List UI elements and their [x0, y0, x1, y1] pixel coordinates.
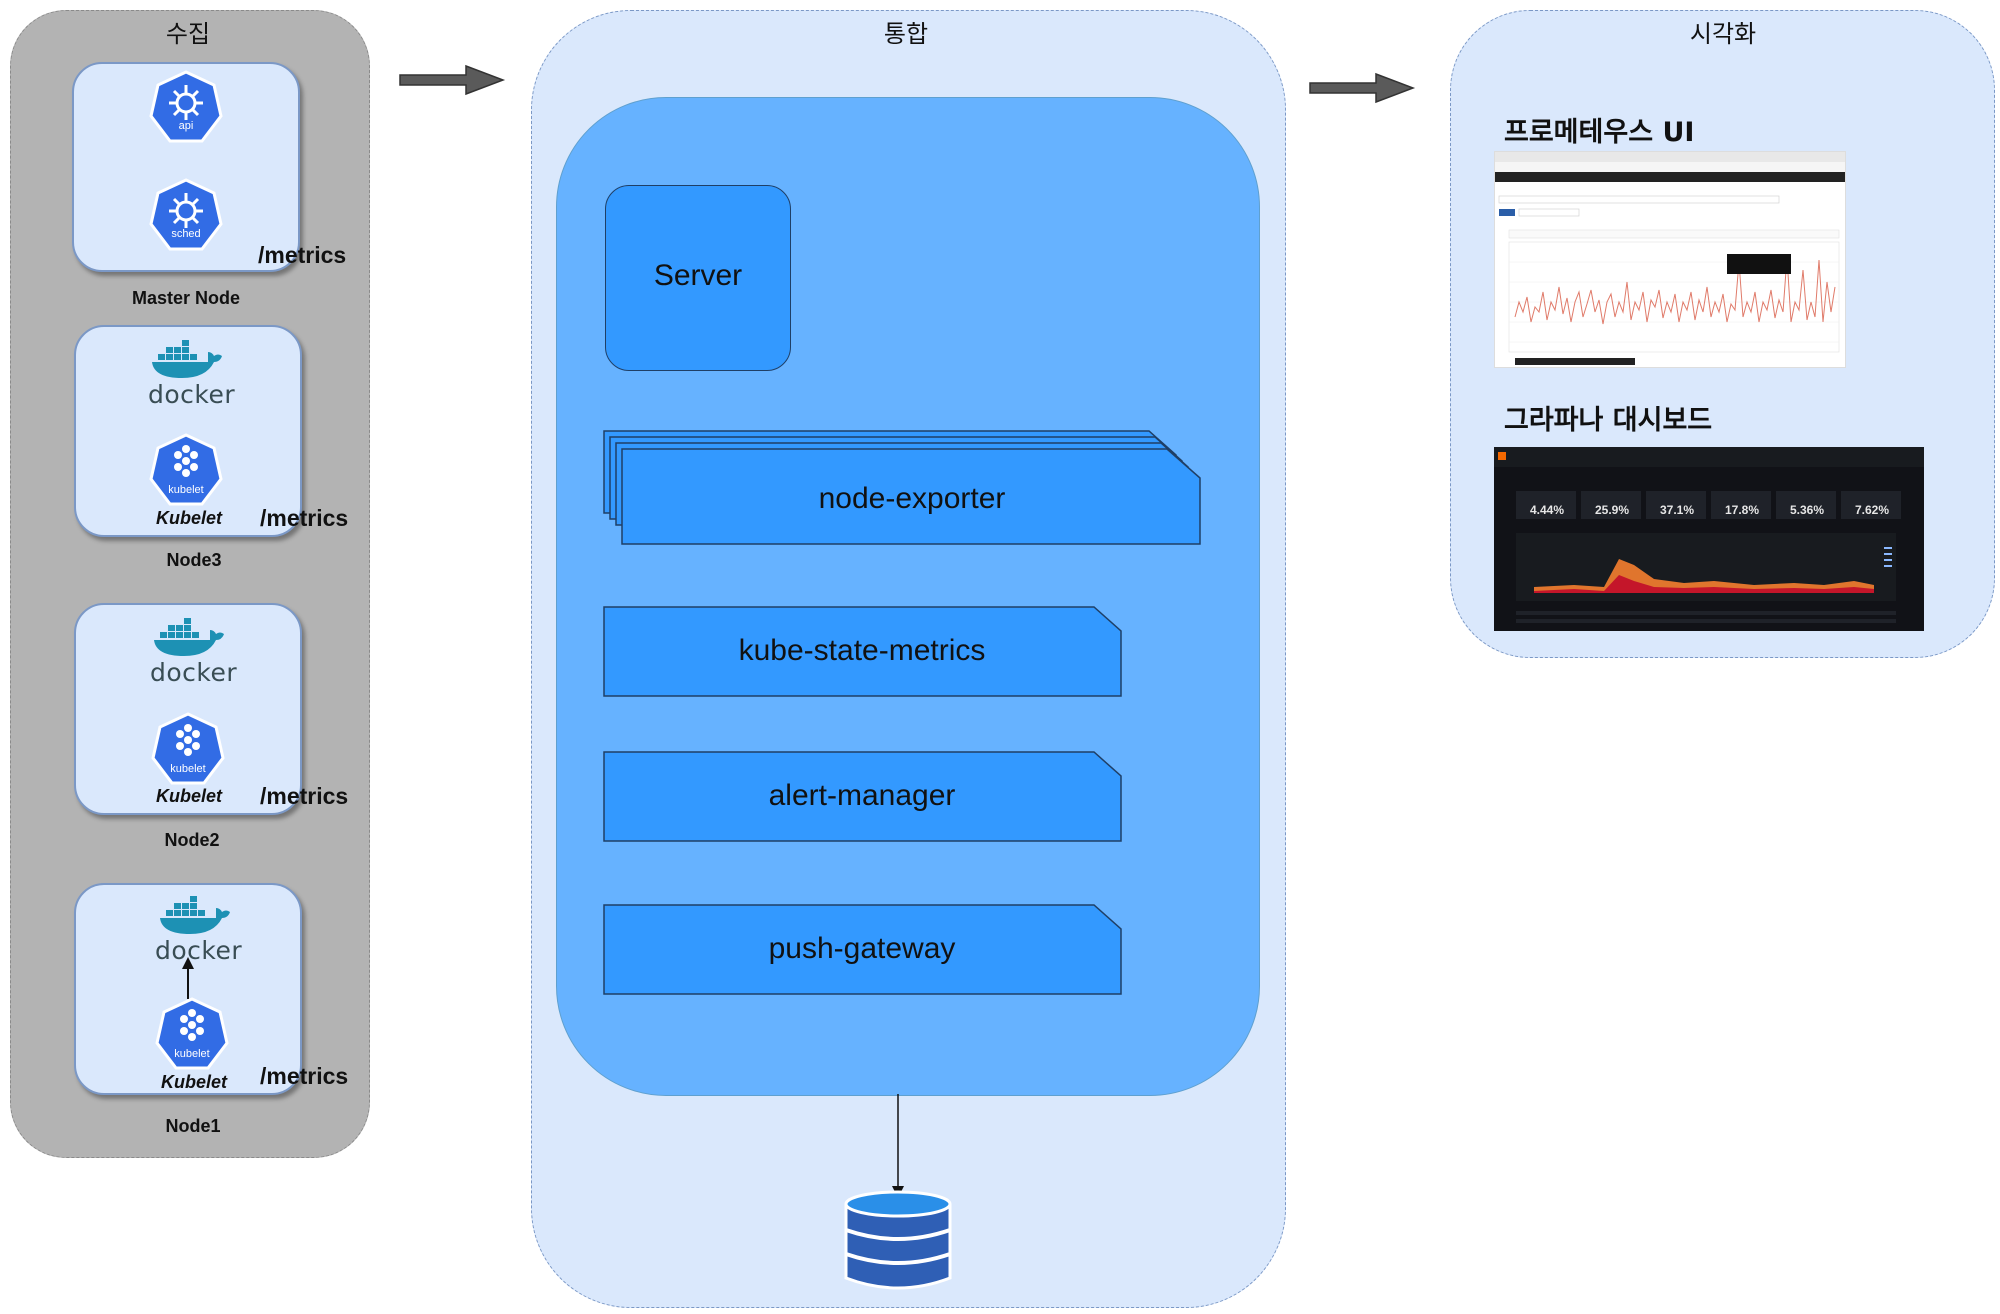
- kubelet-icon: [155, 997, 229, 1070]
- push-gateway-box: [603, 904, 1122, 995]
- server-label: Server: [653, 259, 743, 292]
- grafana-stat-value: 25.9%: [1595, 503, 1630, 517]
- prometheus-ui-heading: 프로메테우스 UI: [1504, 117, 1695, 148]
- visualize-title: 시각화: [1689, 20, 1757, 48]
- node2-metrics-label: /metrics: [260, 783, 349, 809]
- node2-label: Node2: [164, 830, 220, 850]
- node1-metrics-label: /metrics: [260, 1063, 349, 1089]
- docker-logo-text: docker: [155, 936, 243, 965]
- node-exporter-label: node-exporter: [818, 482, 1006, 515]
- docker-whale-icon: [160, 896, 230, 934]
- api-icon-label: api: [178, 120, 194, 132]
- alert-manager-box: [603, 751, 1122, 842]
- kubelet-to-docker-arrow: [182, 957, 194, 999]
- node3-kubelet-label: Kubelet: [156, 508, 223, 528]
- kube-state-metrics-label: kube-state-metrics: [738, 634, 986, 667]
- database-icon: [844, 1190, 952, 1290]
- grafana-heading: 그라파나 대시보드: [1504, 405, 1713, 436]
- sched-icon-label: sched: [171, 228, 201, 240]
- integrate-title: 통합: [883, 20, 929, 48]
- docker-logo-text: docker: [148, 380, 236, 409]
- grafana-stat-value: 4.44%: [1530, 503, 1565, 517]
- kubelet-icon: [151, 712, 225, 785]
- prometheus-server-box: [605, 185, 791, 371]
- docker-whale-icon: [154, 618, 224, 656]
- integrate-to-visualize-arrow: [1309, 72, 1416, 104]
- kubernetes-sched-icon: [149, 178, 223, 251]
- docker-whale-icon: [152, 340, 222, 378]
- collect-to-integrate-arrow: [399, 64, 506, 96]
- node1-label: Node1: [165, 1116, 221, 1136]
- grafana-stat-value: 5.36%: [1790, 503, 1825, 517]
- grafana-stat-value: 7.62%: [1855, 503, 1890, 517]
- kubelet-icon: [149, 433, 223, 506]
- prometheus-to-storage-arrow: [892, 1094, 904, 1198]
- grafana-dashboard-screenshot: 4.44% 25.9% 37.1% 17.8% 5.36% 7.62%: [1494, 447, 1924, 631]
- kubelet-icon-label: kubelet: [168, 484, 204, 496]
- alert-manager-label: alert-manager: [768, 779, 956, 812]
- prometheus-ui-screenshot: [1494, 151, 1846, 368]
- grafana-stat-value: 37.1%: [1660, 503, 1695, 517]
- node3-metrics-label: /metrics: [260, 505, 349, 531]
- kubelet-icon-label: kubelet: [174, 1048, 210, 1060]
- grafana-stat-value: 17.8%: [1725, 503, 1760, 517]
- push-gateway-label: push-gateway: [768, 932, 956, 965]
- master-node-label: Master Node: [131, 288, 241, 308]
- kubernetes-api-icon: [149, 70, 223, 143]
- node2-kubelet-label: Kubelet: [156, 786, 223, 806]
- node3-label: Node3: [166, 550, 222, 570]
- docker-logo-text: docker: [150, 658, 238, 687]
- collect-title: 수집: [165, 20, 211, 48]
- node-exporter-stack: [603, 430, 1201, 545]
- kubelet-icon-label: kubelet: [170, 763, 206, 775]
- kube-state-metrics-box: [603, 606, 1122, 697]
- master-metrics-label: /metrics: [258, 242, 347, 268]
- node1-kubelet-label: Kubelet: [161, 1072, 228, 1092]
